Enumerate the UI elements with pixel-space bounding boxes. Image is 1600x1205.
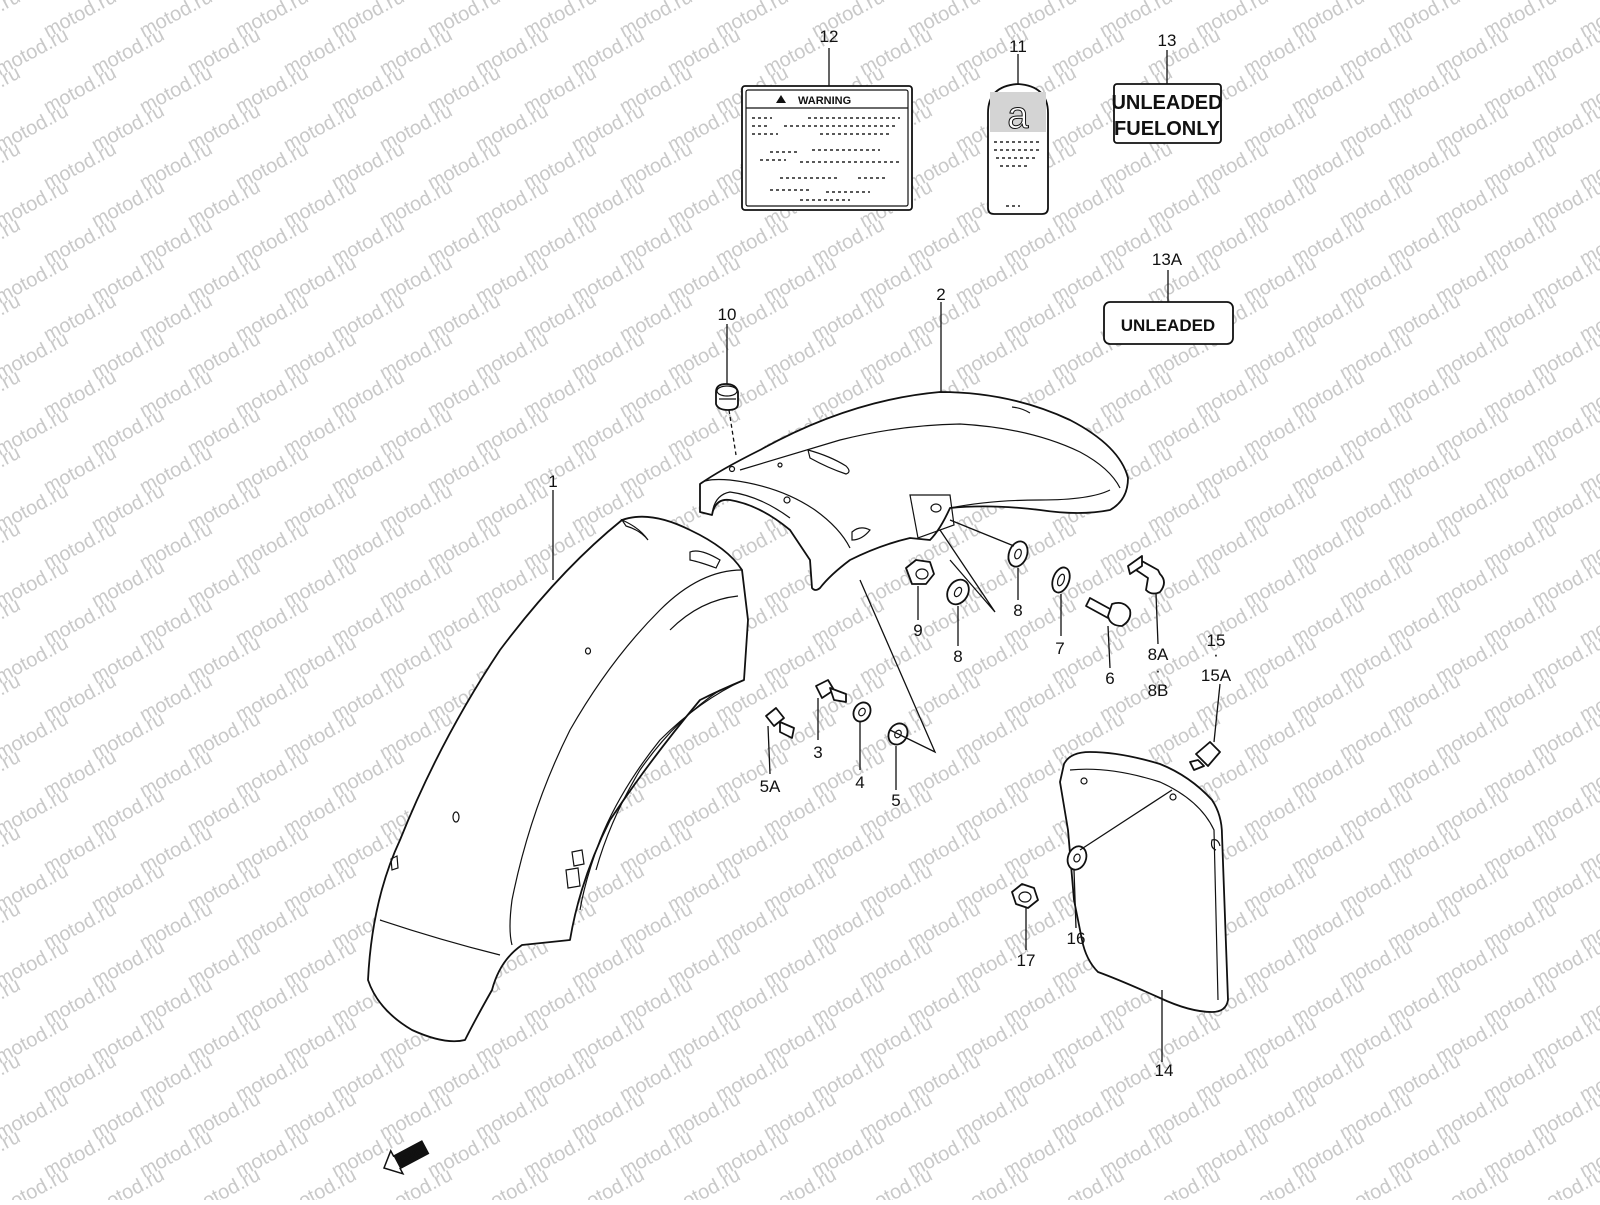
part-1-rear-fender <box>367 515 749 1043</box>
part-15-bolt <box>1189 741 1221 771</box>
callout-16: 16 <box>1067 929 1086 948</box>
callout-13: 13 <box>1158 31 1177 50</box>
part-4-washer <box>852 701 872 723</box>
fuel-label-line1: UNLEADED <box>1111 92 1222 114</box>
callout-12: 12 <box>820 27 839 46</box>
callout-15: 15 <box>1207 631 1226 650</box>
part-3-bolt <box>815 679 847 703</box>
callout-11: 11 <box>1009 37 1027 56</box>
callout-15a: 15A <box>1201 666 1232 685</box>
callout-5: 5 <box>891 791 900 810</box>
watermark-text: motod.ru <box>1144 1164 1224 1200</box>
part-17-nut <box>1011 883 1039 909</box>
part-14-side-cover <box>1059 751 1229 1013</box>
watermark-text: motod.ru <box>88 1164 168 1200</box>
callout-2: 2 <box>936 285 945 304</box>
callout-numbers: 1 2 3 4 5 5A 6 7 8 8 8A · 8B 9 10 11 12 … <box>548 27 1232 1080</box>
callout-4: 4 <box>855 773 864 792</box>
part-7-washer <box>1051 566 1071 594</box>
callout-14: 14 <box>1155 1061 1174 1080</box>
watermark-text: motod.ru <box>1336 1164 1416 1200</box>
warning-heading: WARNING <box>798 95 851 107</box>
callout-5a: 5A <box>760 777 781 796</box>
callout-8-top: 8 <box>1013 601 1022 620</box>
fuel-label-line2: FUELONLY <box>1114 118 1221 140</box>
watermark-text: motod.ru <box>952 1164 1032 1200</box>
callout-8a: 8A <box>1148 645 1169 664</box>
watermark-text: motod.ru <box>280 1164 360 1200</box>
callout-8b: 8B <box>1148 681 1169 700</box>
callout-8a-dot: · <box>1155 661 1161 680</box>
watermark-text: motod.ru <box>0 0 24 42</box>
watermark-text: motod.ru <box>184 1164 264 1200</box>
part-12-warning-label: WARNING <box>741 85 913 211</box>
part-10-grommet <box>715 383 739 411</box>
leader-lines <box>552 48 1221 1062</box>
watermark-text: motod.ru <box>1432 1164 1512 1200</box>
callout-7: 7 <box>1055 639 1064 658</box>
part-13a-unleaded-label: UNLEADED <box>1103 301 1234 345</box>
fwd-label: FWD <box>398 1145 426 1167</box>
callout-3: 3 <box>813 743 822 762</box>
warning-fine-print <box>752 117 902 201</box>
part-16-washer <box>1066 845 1088 871</box>
part-8a-bolt <box>1127 555 1165 595</box>
warning-triangle-icon <box>776 95 786 103</box>
watermark-text: motod.ru <box>856 1164 936 1200</box>
sticker-11-fine-print <box>994 141 1042 207</box>
callout-15-dot: · <box>1213 645 1219 664</box>
part-2-fender-bracket <box>699 391 1129 591</box>
part-11-sticker: a <box>987 83 1049 215</box>
watermark-text: motod.ru <box>1240 1164 1320 1200</box>
watermark-text: motod.ru <box>0 1164 72 1200</box>
callout-10: 10 <box>718 305 737 324</box>
callout-17: 17 <box>1017 951 1036 970</box>
callout-6: 6 <box>1105 669 1114 688</box>
part-5a-bolt <box>765 707 795 739</box>
part-13-fuel-label: UNLEADED FUELONLY <box>1111 83 1223 144</box>
sticker-11-letter: a <box>1007 95 1029 137</box>
watermark-text: motod.ru <box>760 1164 840 1200</box>
watermark-text: motod.ru <box>568 1164 648 1200</box>
watermark-text: motod.ru <box>472 1164 552 1200</box>
callout-1: 1 <box>548 472 557 491</box>
callout-9: 9 <box>913 621 922 640</box>
part-6-bolt <box>1085 597 1132 627</box>
part-8-washer-mid <box>946 578 970 606</box>
watermark-text: motod.ru <box>664 1164 744 1200</box>
watermark-text: motod.ru <box>1048 1164 1128 1200</box>
part-9-nut <box>905 559 935 585</box>
callout-13a: 13A <box>1152 250 1183 269</box>
watermark-text: motod.ru <box>1528 1164 1600 1200</box>
callout-8-mid: 8 <box>953 647 962 666</box>
unleaded-label: UNLEADED <box>1121 316 1215 335</box>
part-8-washer-top <box>1007 540 1029 568</box>
